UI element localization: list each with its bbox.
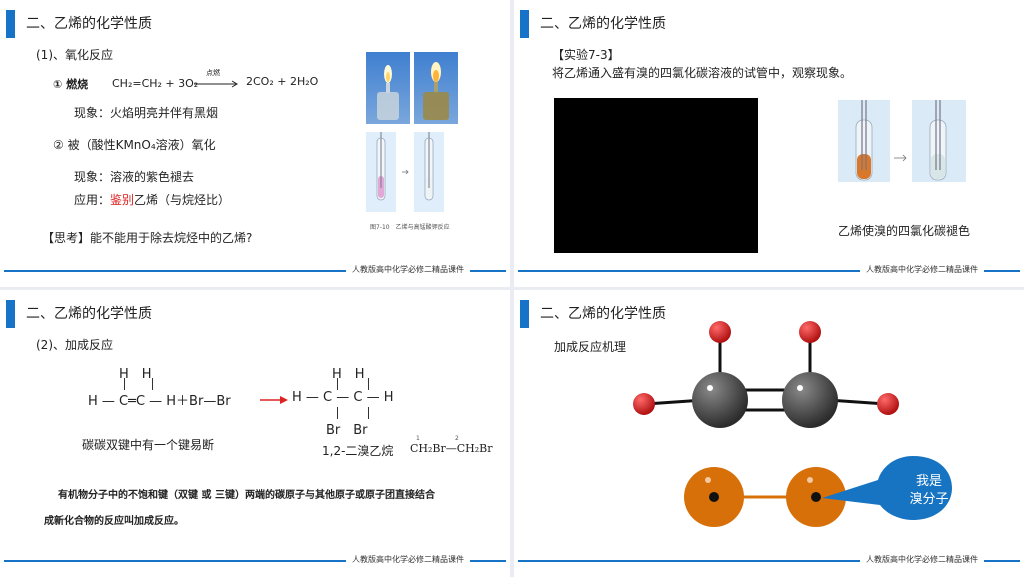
- ethylene-ball-stick-model: [633, 321, 899, 428]
- bond-line: [337, 378, 338, 390]
- hydrogen-atom: [709, 321, 731, 343]
- bond-line: [337, 407, 338, 419]
- title-accent-bar: [520, 300, 529, 328]
- application-text: 应用：鉴别乙烯（与烷烃比）: [74, 191, 230, 208]
- footer-text: 人教版高中化学必修二精品课件: [346, 264, 470, 275]
- slide-title: 二、乙烯的化学性质: [26, 306, 152, 322]
- formula-number-1: 1: [416, 435, 420, 442]
- bond-line: [152, 378, 153, 390]
- application-suffix: 乙烯（与烷烃比）: [134, 193, 231, 207]
- product-name: 1,2-二溴乙烷: [322, 444, 394, 458]
- reaction-arrow: [194, 80, 238, 88]
- combustion-label: ① 燃烧: [53, 78, 89, 91]
- experiment-label: 【实验7-3】: [552, 48, 620, 62]
- bubble-text-line1: 我是: [915, 474, 942, 489]
- definition-line2: 成新化合物的反应叫加成反应。: [44, 516, 184, 527]
- ethylene-top-h: H H: [119, 367, 152, 382]
- footer-text: 人教版高中化学必修二精品课件: [346, 554, 470, 565]
- ethylene-structure: H — C═C — H＋Br—Br: [88, 394, 231, 409]
- product-formula: CH₂Br—CH₂Br: [410, 442, 493, 455]
- footer-line: [518, 270, 1020, 272]
- product-bromines: Br Br: [326, 423, 368, 438]
- red-arrow: [260, 396, 288, 404]
- section-heading: (2)、加成反应: [36, 338, 113, 352]
- slide-experiment[interactable]: 二、乙烯的化学性质 【实验7-3】 将乙烯通入盛有溴的四氯化碳溶液的试管中，观察…: [514, 0, 1024, 287]
- slide-mechanism[interactable]: 二、乙烯的化学性质 加成反应机理 我是 溴分子 人教版高中化学必修: [514, 290, 1024, 577]
- equation-reactants: CH₂=CH₂ + 3O₂: [112, 77, 199, 90]
- title-accent-bar: [6, 300, 15, 328]
- equation-products: 2CO₂ + 2H₂O: [246, 75, 319, 88]
- think-question: 【思考】能不能用于除去烷烃中的乙烯?: [42, 231, 253, 245]
- bond-line: [368, 407, 369, 419]
- footer-text: 人教版高中化学必修二精品课件: [860, 554, 984, 565]
- product-top-h: H H: [332, 367, 365, 382]
- video-player[interactable]: [554, 98, 758, 253]
- equation-condition: 点燃: [206, 69, 220, 77]
- hydrogen-atom: [799, 321, 821, 343]
- application-keyword: 鉴别: [110, 193, 135, 207]
- phenomenon-decolor: 现象：溶液的紫色褪去: [74, 170, 195, 184]
- section-heading: (1)、氧化反应: [36, 48, 113, 62]
- bromine-tube-photos: [838, 100, 966, 182]
- flame-photo-smoky: [414, 52, 458, 124]
- bond-line: [368, 378, 369, 390]
- slide-title: 二、乙烯的化学性质: [26, 16, 152, 32]
- hydrogen-atom: [633, 393, 655, 415]
- slide-addition[interactable]: 二、乙烯的化学性质 (2)、加成反应 H H H — C═C — H＋Br—Br…: [0, 290, 510, 577]
- phenomenon-combustion: 现象：火焰明亮并伴有黑烟: [74, 106, 219, 120]
- footer-text: 人教版高中化学必修二精品课件: [860, 264, 984, 275]
- footer-line: [4, 560, 506, 562]
- figure-caption: 图7-10 乙烯与高锰酸钾反应: [370, 224, 450, 231]
- experiment-instruction: 将乙烯通入盛有溴的四氯化碳溶液的试管中，观察现象。: [552, 66, 853, 80]
- formula-number-2: 2: [455, 435, 459, 442]
- product-structure: H — C — C — H: [292, 390, 394, 405]
- bromine-molecule-model: [684, 467, 846, 527]
- carbon-atom: [782, 372, 838, 428]
- carbon-atom: [692, 372, 748, 428]
- kmno4-tube-photos: [366, 132, 444, 212]
- flame-photo-clear: [366, 52, 410, 124]
- title-accent-bar: [6, 10, 15, 38]
- hydrogen-atom: [877, 393, 899, 415]
- mechanism-label: 加成反应机理: [554, 340, 627, 354]
- speech-bubble: [822, 456, 952, 520]
- footer-line: [518, 560, 1020, 562]
- kmno4-oxidation-label: ② 被（酸性KMnO₄溶液）氧化: [53, 138, 216, 152]
- application-prefix: 应用：: [74, 193, 111, 207]
- slide-oxidation[interactable]: 二、乙烯的化学性质 (1)、氧化反应 ① 燃烧 CH₂=CH₂ + 3O₂ 点燃…: [0, 0, 510, 287]
- slide-title: 二、乙烯的化学性质: [540, 306, 666, 322]
- definition-line1: 有机物分子中的不饱和键（双键 或 三键）两端的碳原子与其他原子或原子团直接结合: [58, 490, 435, 501]
- footer-line: [4, 270, 506, 272]
- bond-line: [124, 378, 125, 390]
- double-bond-note: 碳碳双键中有一个键易断: [82, 438, 215, 452]
- experiment-result: 乙烯使溴的四氯化碳褪色: [838, 224, 971, 238]
- slide-title: 二、乙烯的化学性质: [540, 16, 666, 32]
- title-accent-bar: [520, 10, 529, 38]
- bubble-text-line2: 溴分子: [909, 492, 949, 507]
